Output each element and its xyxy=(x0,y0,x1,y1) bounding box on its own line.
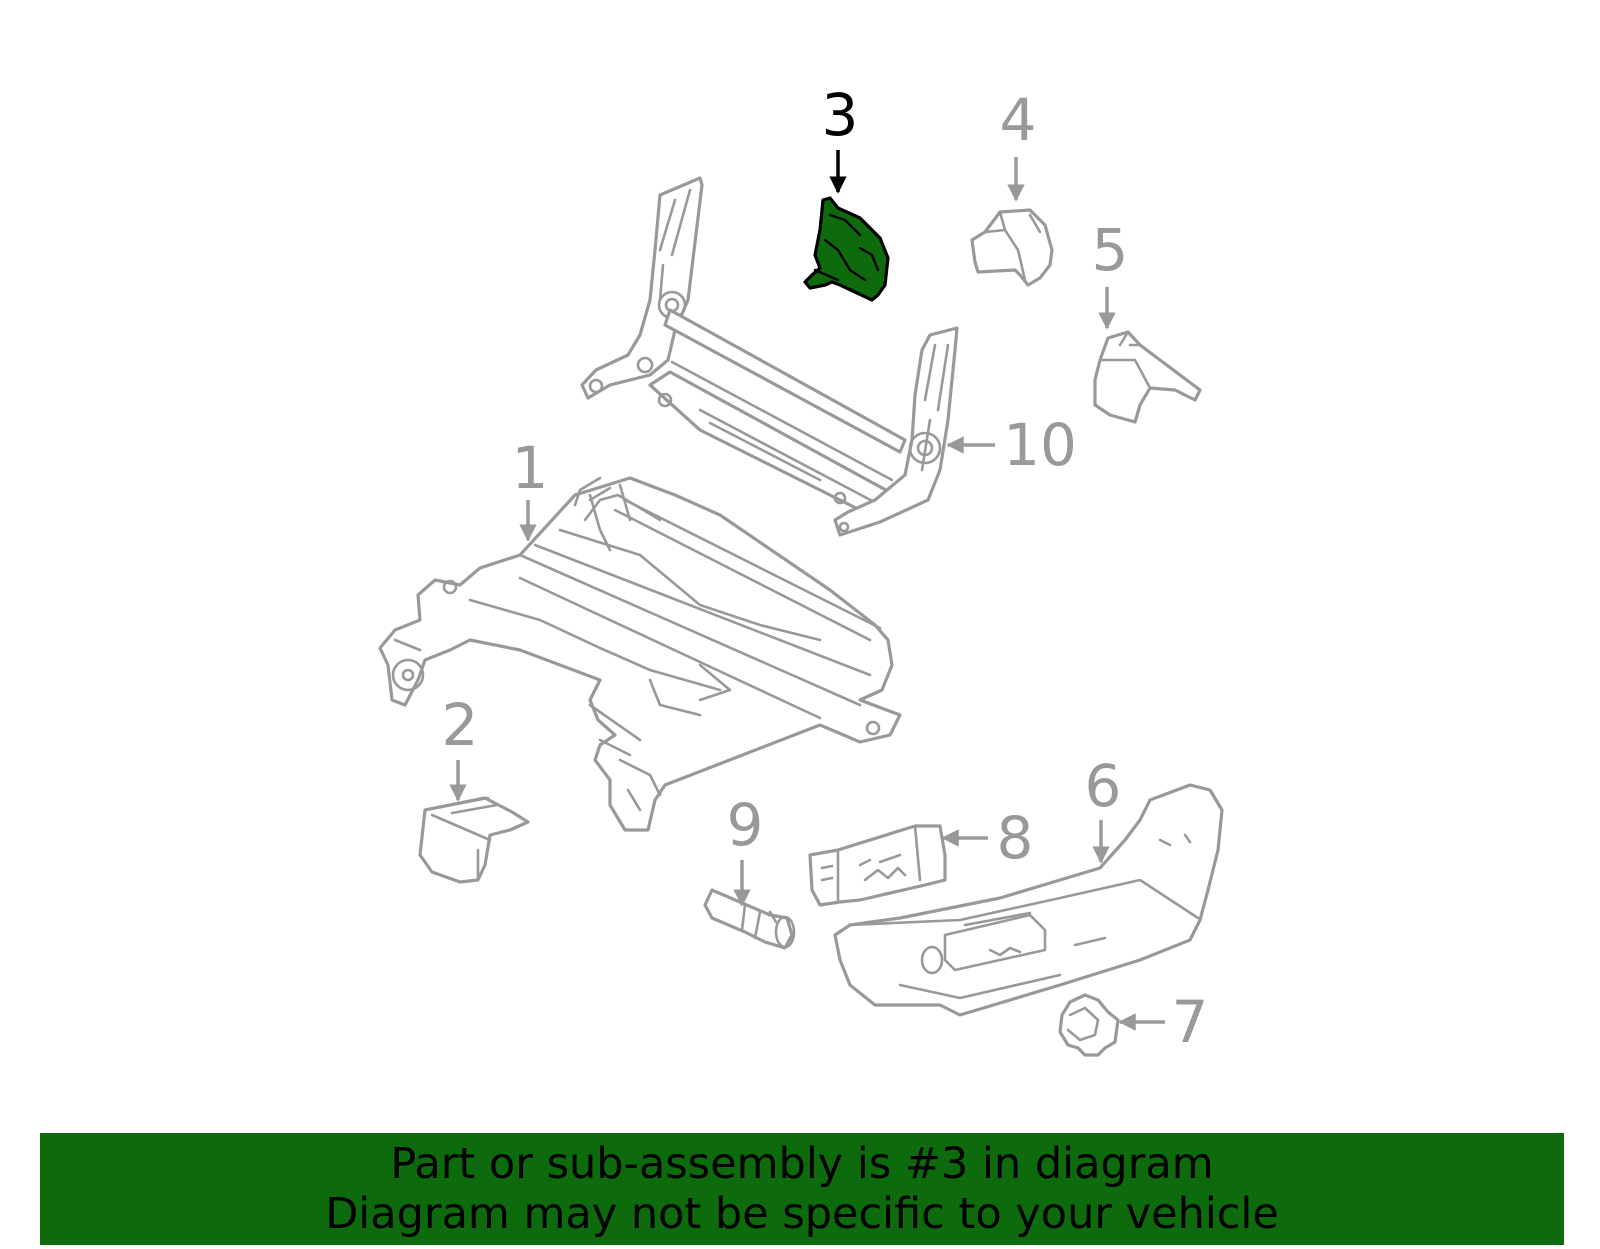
callout-label: 4 xyxy=(1000,86,1037,154)
part-3-recliner-cover[interactable] xyxy=(803,196,890,302)
callout-label: 5 xyxy=(1092,216,1129,284)
callout-10[interactable]: 10 xyxy=(946,411,1077,479)
info-banner: Part or sub-assembly is #3 in diagram Di… xyxy=(40,1133,1564,1245)
callout-9[interactable]: 9 xyxy=(727,791,764,907)
callout-7[interactable]: 7 xyxy=(1118,988,1209,1056)
callout-6[interactable]: 6 xyxy=(1085,752,1122,864)
callout-3[interactable]: 3 xyxy=(822,81,859,194)
part-8-switch[interactable] xyxy=(808,824,947,907)
callout-8[interactable]: 8 xyxy=(941,804,1034,872)
banner-line-disclaimer: Diagram may not be specific to your vehi… xyxy=(325,1189,1279,1239)
callout-4[interactable]: 4 xyxy=(1000,86,1037,202)
callout-label: 8 xyxy=(997,804,1034,872)
part-7-knob[interactable] xyxy=(1058,993,1120,1057)
part-5-hinge-cover[interactable] xyxy=(1093,330,1202,424)
callout-2[interactable]: 2 xyxy=(442,691,479,802)
callout-label: 6 xyxy=(1085,752,1122,820)
banner-line-part-number: Part or sub-assembly is #3 in diagram xyxy=(390,1139,1214,1189)
callout-label: 7 xyxy=(1172,988,1209,1056)
part-1-seat-track-frame[interactable] xyxy=(378,476,902,832)
callout-1[interactable]: 1 xyxy=(512,434,549,542)
part-10-recliner-bracket[interactable] xyxy=(580,176,959,537)
part-2-track-cover[interactable] xyxy=(418,796,530,884)
callout-label: 10 xyxy=(1003,411,1077,479)
callout-label: 3 xyxy=(822,81,859,149)
part-6-side-shield[interactable] xyxy=(833,783,1224,1017)
part-9-cylinder[interactable] xyxy=(703,888,796,950)
callout-label: 1 xyxy=(512,434,549,502)
callout-label: 2 xyxy=(442,691,479,759)
callout-5[interactable]: 5 xyxy=(1092,216,1129,330)
parts-diagram: 1 2 3 4 5 6 7 8 9 10 xyxy=(378,81,1224,1057)
part-4-cover-bracket[interactable] xyxy=(970,208,1054,287)
callout-label: 9 xyxy=(727,791,764,859)
